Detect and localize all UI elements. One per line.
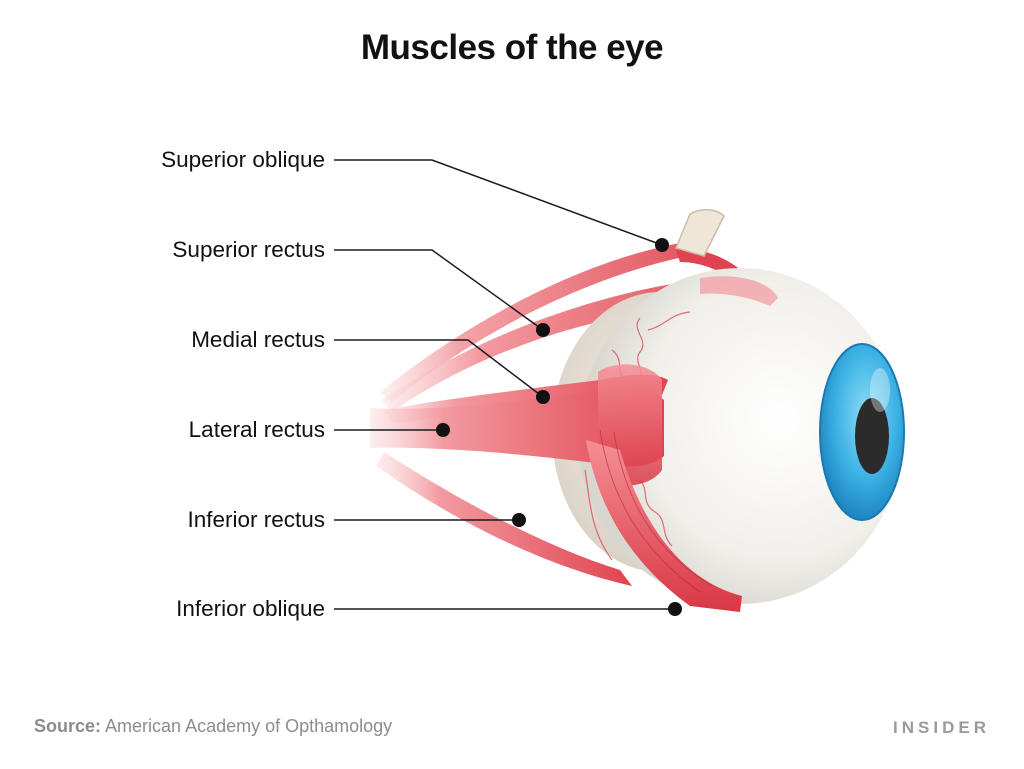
label-superior-oblique: Superior oblique: [161, 147, 325, 172]
dot-inferior-rectus: [512, 513, 526, 527]
label-medial-rectus: Medial rectus: [191, 327, 325, 352]
source-credit: Source: American Academy of Opthamology: [34, 716, 392, 737]
diagram-title: Muscles of the eye: [360, 28, 664, 67]
dot-inferior-oblique: [668, 602, 682, 616]
label-superior-rectus: Superior rectus: [172, 237, 325, 262]
source-prefix: Source:: [34, 716, 102, 736]
source-text: American Academy of Opthamology: [105, 716, 393, 736]
inferior-rectus-muscle: [376, 452, 632, 586]
eyeball-sclera: [578, 268, 902, 604]
dot-medial-rectus: [536, 390, 550, 404]
label-inferior-rectus: Inferior rectus: [187, 507, 325, 532]
label-inferior-oblique: Inferior oblique: [176, 596, 325, 621]
inferior-oblique-muscle: [586, 440, 742, 612]
leader-dots: [436, 238, 682, 616]
pupil: [855, 398, 889, 474]
dot-superior-rectus: [536, 323, 550, 337]
trochlea: [674, 209, 725, 257]
dot-superior-oblique: [655, 238, 669, 252]
label-lateral-rectus: Lateral rectus: [188, 417, 325, 442]
brand-logo: INSIDER: [893, 718, 990, 737]
dot-lateral-rectus: [436, 423, 450, 437]
leader-lines: [334, 159, 675, 610]
